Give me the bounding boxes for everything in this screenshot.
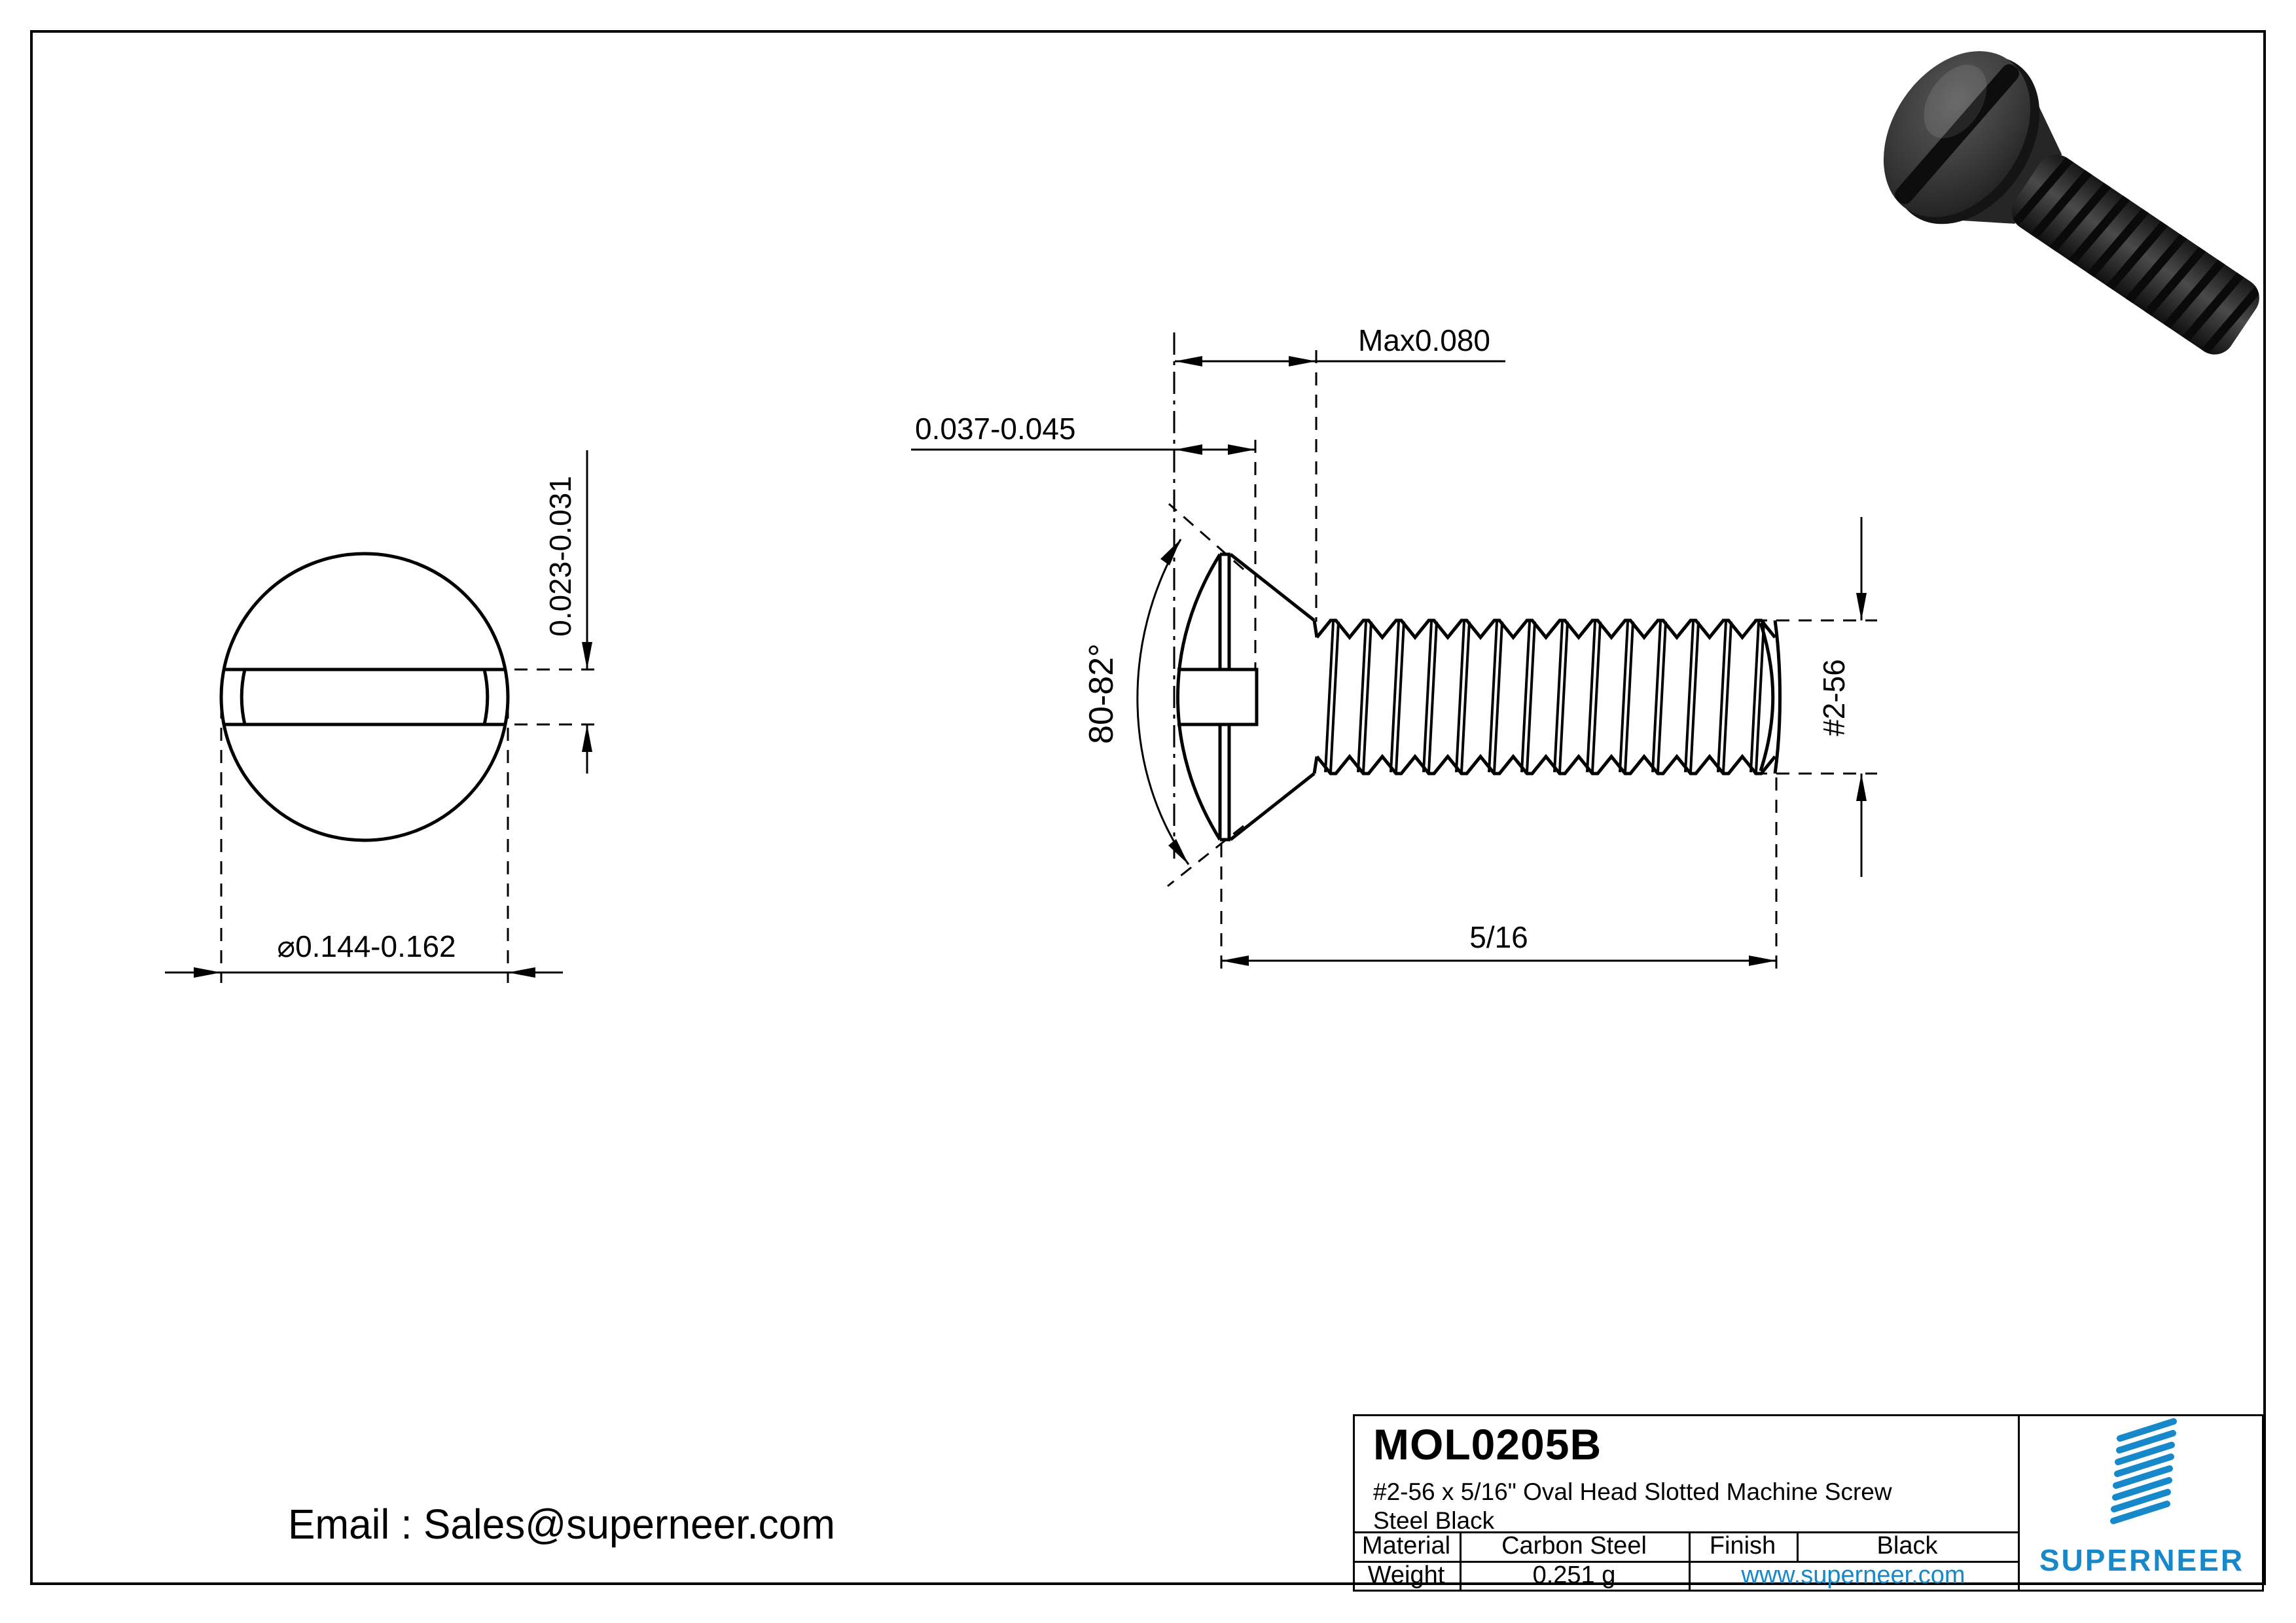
arrow-right-icon — [1228, 444, 1255, 455]
dim-head-diameter — [165, 705, 563, 983]
screw-3d-render — [1883, 51, 2266, 358]
weight-label: Weight — [1367, 1561, 1445, 1589]
length-label: 5/16 — [1469, 920, 1528, 954]
arrow-up-right-icon — [1160, 539, 1181, 565]
title-block-divider — [2018, 1414, 2020, 1592]
finish-value: Black — [1876, 1532, 1938, 1560]
website-link[interactable]: www.superneer.com — [1741, 1561, 1965, 1589]
oval-crown-arc — [1176, 553, 1222, 841]
arrow-up-icon — [1856, 774, 1867, 801]
arrow-right-icon — [194, 967, 221, 978]
arrow-left-icon — [1175, 444, 1202, 455]
thread-profile-bottom — [1316, 754, 1776, 776]
title-block-divider — [1353, 1531, 2020, 1533]
thread-profile-top — [1316, 618, 1776, 640]
arrow-left-icon — [1221, 955, 1249, 966]
angle-arc — [1136, 539, 1190, 865]
description-line2: Steel Black — [1373, 1507, 1495, 1534]
angle-leader-bottom — [1167, 825, 1244, 887]
finish-label: Finish — [1709, 1532, 1776, 1560]
arrow-left-icon — [508, 967, 535, 978]
brand-logo: SUPERNEER — [2020, 1416, 2264, 1590]
head-outline-circle — [219, 552, 510, 842]
dim-head-angle — [1136, 539, 1190, 865]
weight-value: 0.251 g — [1532, 1561, 1616, 1589]
thread-ribs-3d — [2009, 154, 2266, 358]
oval-height-label: 0.037-0.045 — [915, 412, 1076, 446]
material-label: Material — [1361, 1532, 1451, 1560]
slot-width-dim-label: 0.023-0.031 — [543, 476, 577, 637]
arrow-down-right-icon — [1168, 839, 1189, 865]
dim-length — [1221, 955, 1776, 966]
material-value: Carbon Steel — [1501, 1532, 1647, 1560]
slot-bottom-arc-left — [240, 669, 247, 725]
head-slot-3d — [1895, 64, 2019, 204]
dim-slot-width — [514, 450, 601, 774]
title-block-divider — [1689, 1531, 1691, 1592]
part-number: MOL0205B — [1373, 1420, 1602, 1469]
front-view — [219, 552, 510, 842]
extension-lines — [1167, 332, 1877, 970]
arrow-left-icon — [1175, 356, 1202, 366]
title-block-divider — [1460, 1531, 1462, 1592]
head-height-max-label: Max0.080 — [1358, 323, 1490, 357]
dim-head-height-max — [1175, 356, 1505, 366]
brand-logo-mark-icon — [2110, 1418, 2177, 1524]
title-block-divider — [1353, 1561, 2020, 1563]
head-highlight — [1924, 65, 1987, 139]
title-block — [1353, 1414, 2264, 1592]
arrow-right-icon — [1289, 356, 1316, 366]
thread-size-label: #2-56 — [1817, 659, 1851, 736]
shank-end-chamfer — [1759, 622, 1775, 772]
sheet-border — [30, 30, 2266, 1585]
angle-leader-top — [1168, 503, 1244, 571]
slot-cut-side — [1177, 668, 1259, 726]
arrow-down-icon — [1856, 593, 1867, 620]
thread-flanks — [1324, 621, 1765, 773]
arrow-down-icon — [582, 642, 592, 669]
slot-bottom-arc-right — [482, 669, 490, 725]
description-line1: #2-56 x 5/16" Oval Head Slotted Machine … — [1373, 1478, 1892, 1505]
arrow-right-icon — [1749, 955, 1776, 966]
shank-end-face — [1773, 620, 1782, 774]
side-view — [1176, 552, 1782, 842]
email-line: Email : Sales@superneer.com — [288, 1501, 835, 1548]
dim-oval-height — [911, 444, 1255, 455]
head-angle-label: 80-82° — [1083, 643, 1121, 744]
title-block-divider — [1797, 1531, 1799, 1561]
brand-name: SUPERNEER — [2039, 1543, 2245, 1577]
dim-thread-size — [1856, 517, 1867, 877]
arrow-up-icon — [582, 724, 592, 752]
head-diameter-dim-label: ⌀0.144-0.162 — [277, 929, 456, 963]
